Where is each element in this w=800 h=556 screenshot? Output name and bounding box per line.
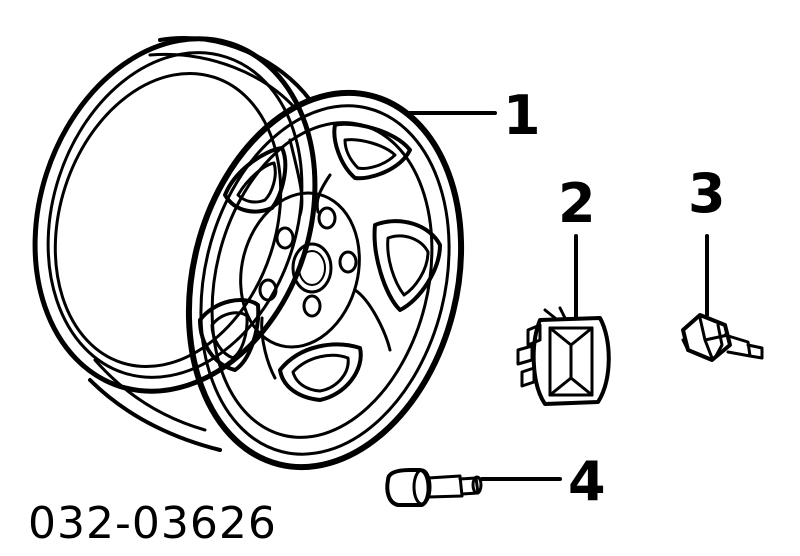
valve-sensor-drawing[interactable]: [681, 313, 764, 362]
callout-1: 1: [503, 84, 541, 147]
center-cap-drawing[interactable]: [516, 306, 611, 406]
wheel-drawing[interactable]: [0, 2, 499, 496]
diagram-part-number: 032-03626: [28, 498, 277, 549]
callout-2: 2: [558, 172, 596, 235]
valve-stem-drawing[interactable]: [385, 468, 483, 507]
callout-3: 3: [688, 162, 726, 225]
callout-4: 4: [568, 450, 606, 513]
